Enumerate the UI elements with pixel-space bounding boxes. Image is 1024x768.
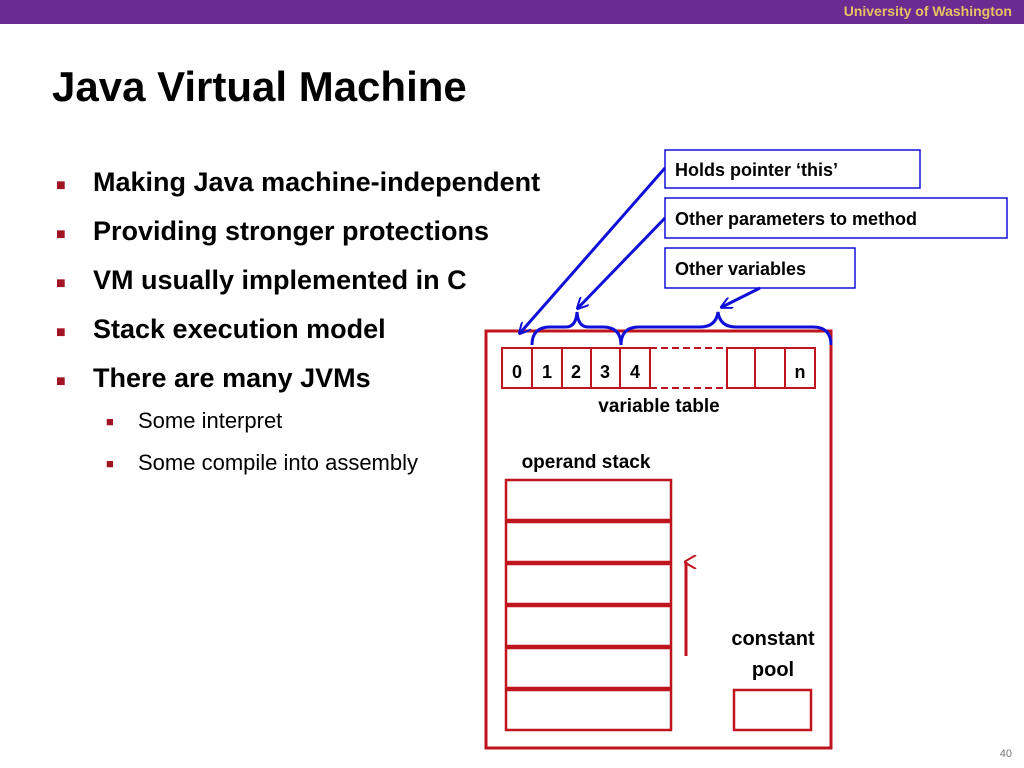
variable-table: 0 1 2 3 4 n xyxy=(501,347,816,389)
slide-title: Java Virtual Machine xyxy=(52,63,467,110)
callout-text: Holds pointer ‘this’ xyxy=(675,160,838,180)
callout-text: Other parameters to method xyxy=(675,209,917,229)
callout-variables xyxy=(664,247,856,289)
parameters-brace xyxy=(530,311,623,346)
header-bar: University of Washington xyxy=(0,0,1024,24)
operand-slot xyxy=(504,604,673,648)
variable-cell xyxy=(726,347,756,389)
operand-slot xyxy=(504,688,673,732)
constant-pool-label: pool xyxy=(752,659,794,681)
university-name: University of Washington xyxy=(843,3,1012,19)
variable-cell xyxy=(619,347,651,389)
variable-index: 2 xyxy=(571,362,581,382)
constant-pool-label: constant xyxy=(731,628,815,650)
variables-arrow xyxy=(722,286,761,307)
variable-table-label: variable table xyxy=(598,396,719,417)
stack-frame-box xyxy=(484,329,833,750)
page-number: 40 xyxy=(999,748,1012,760)
variable-index: 1 xyxy=(542,362,552,382)
variable-cell xyxy=(754,347,786,389)
variable-index: 3 xyxy=(600,362,610,382)
operand-slot xyxy=(504,478,673,522)
this-pointer-arrow xyxy=(520,167,667,333)
parameters-arrow xyxy=(578,216,667,308)
callout-parameters xyxy=(664,197,1008,239)
operand-slot xyxy=(504,562,673,606)
constant-pool-box xyxy=(732,688,813,732)
variable-index: n xyxy=(795,362,806,382)
variable-index: 4 xyxy=(630,362,640,382)
operand-slot xyxy=(504,646,673,690)
operand-stack xyxy=(504,478,673,732)
callout-text: Other variables xyxy=(675,259,806,279)
operand-stack-label: operand stack xyxy=(522,452,651,473)
variables-brace xyxy=(619,311,833,346)
variable-cell xyxy=(784,347,816,389)
variable-index: 0 xyxy=(512,362,522,382)
operand-slot xyxy=(504,520,673,564)
